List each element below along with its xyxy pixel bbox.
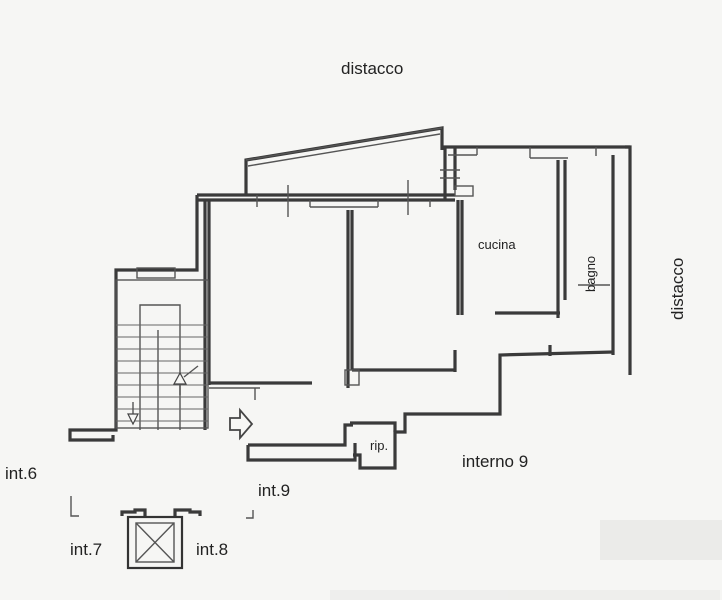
door-mark-int6 [70, 496, 79, 517]
outer-walls [68, 145, 632, 470]
elevator [120, 508, 202, 570]
label-int7: int.7 [70, 540, 102, 559]
label-bagno: bagno [583, 256, 598, 292]
stair-arrow-down-icon [127, 402, 139, 426]
label-interno-9: interno 9 [462, 452, 528, 471]
scan-smudges [330, 520, 722, 600]
label-distacco-top: distacco [341, 59, 403, 78]
balcony [244, 126, 444, 195]
label-distacco-right: distacco [668, 258, 687, 320]
label-int6: int.6 [5, 464, 37, 483]
label-cucina: cucina [478, 237, 516, 252]
label-int9: int.9 [258, 481, 290, 500]
entrance-arrow-icon [229, 407, 254, 441]
label-int8: int.8 [196, 540, 228, 559]
staircase [115, 267, 209, 430]
stair-arrow-up-icon [172, 365, 199, 395]
label-ripostiglio: rip. [370, 438, 388, 453]
interior-walls [203, 147, 610, 430]
stair-treads [116, 324, 208, 422]
door-mark-int9 [246, 510, 254, 519]
